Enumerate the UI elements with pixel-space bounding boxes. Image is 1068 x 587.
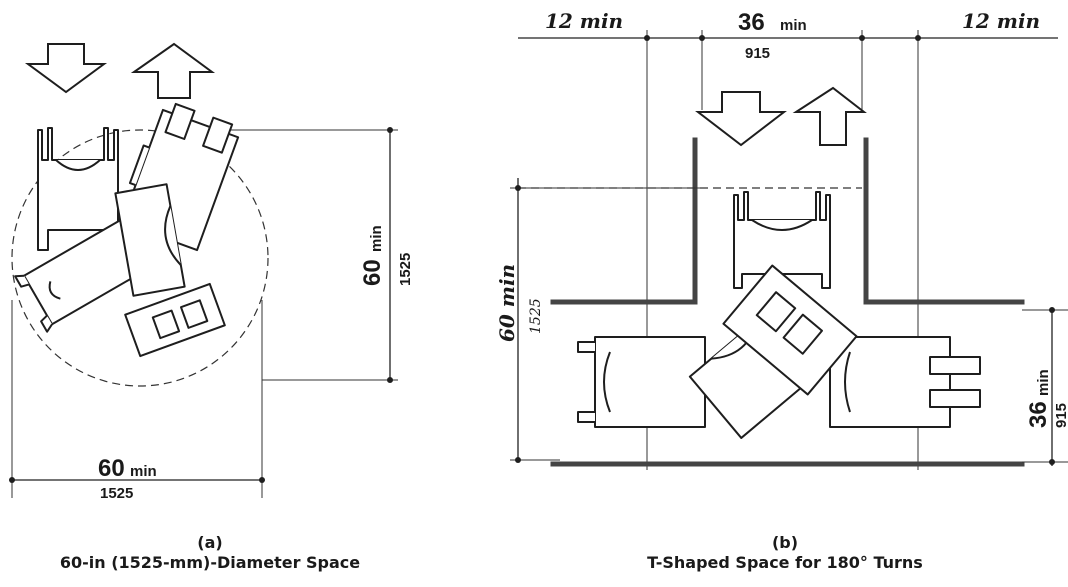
dim-horizontal-a-mm: 1525 xyxy=(100,485,133,502)
figure-a-diameter-space: 60 min 1525 60 min 1525 xyxy=(9,42,414,572)
dim-vertical-a xyxy=(220,127,398,383)
dim-top-center-b-min: min xyxy=(780,17,807,34)
dim-top-right-b: 12 min xyxy=(962,9,1040,33)
dim-horizontal-a-min: min xyxy=(130,463,157,480)
wheelchair-b-right xyxy=(829,336,981,428)
wall-upper-right xyxy=(863,137,1025,305)
wall-upper-left xyxy=(550,137,698,305)
arrow-down-icon xyxy=(695,91,787,147)
figure-a-caption: 60-in (1525-mm)-Diameter Space xyxy=(60,553,360,572)
wheelchair-a-1 xyxy=(37,127,119,251)
dim-horizontal-a xyxy=(9,300,265,498)
figure-a-letter: (a) xyxy=(197,533,222,552)
wheelchair-b-diagonal-2 xyxy=(722,264,858,396)
arrow-up-icon xyxy=(792,86,867,146)
wheelchair-b-left xyxy=(577,336,706,428)
dim-right-b-min: min xyxy=(1035,369,1052,396)
turning-circle xyxy=(11,129,269,387)
dim-right-b-in: 36 xyxy=(1025,401,1052,428)
arrow-down-icon xyxy=(24,43,108,94)
dim-horizontal-a-in: 60 xyxy=(98,455,125,482)
figure-b-caption: T-Shaped Space for 180° Turns xyxy=(647,553,923,572)
dim-left-b-mm: 1525 xyxy=(528,298,544,334)
arrow-up-icon xyxy=(130,42,216,99)
dim-left-b xyxy=(510,178,700,463)
dim-top-center-b-in: 36 xyxy=(738,9,765,36)
dim-vertical-a-min: min xyxy=(368,225,385,252)
dim-vertical-a-mm: 1525 xyxy=(397,253,414,286)
wheelchair-a-4 xyxy=(124,282,226,358)
dim-top-center-b-mm: 915 xyxy=(745,45,770,62)
dim-right-b xyxy=(1022,307,1068,466)
dim-vertical-a-in: 60 xyxy=(359,259,386,286)
figure-b-t-shaped-space: 12 min 36 min 915 12 min 60 min 1525 xyxy=(495,9,1068,572)
figure-b-letter: (b) xyxy=(772,533,798,552)
dim-left-b-in: 60 min xyxy=(495,264,519,342)
dim-right-b-mm: 915 xyxy=(1053,403,1068,428)
wheelchair-a-5 xyxy=(114,183,186,297)
dim-top-left-b: 12 min xyxy=(545,9,623,33)
